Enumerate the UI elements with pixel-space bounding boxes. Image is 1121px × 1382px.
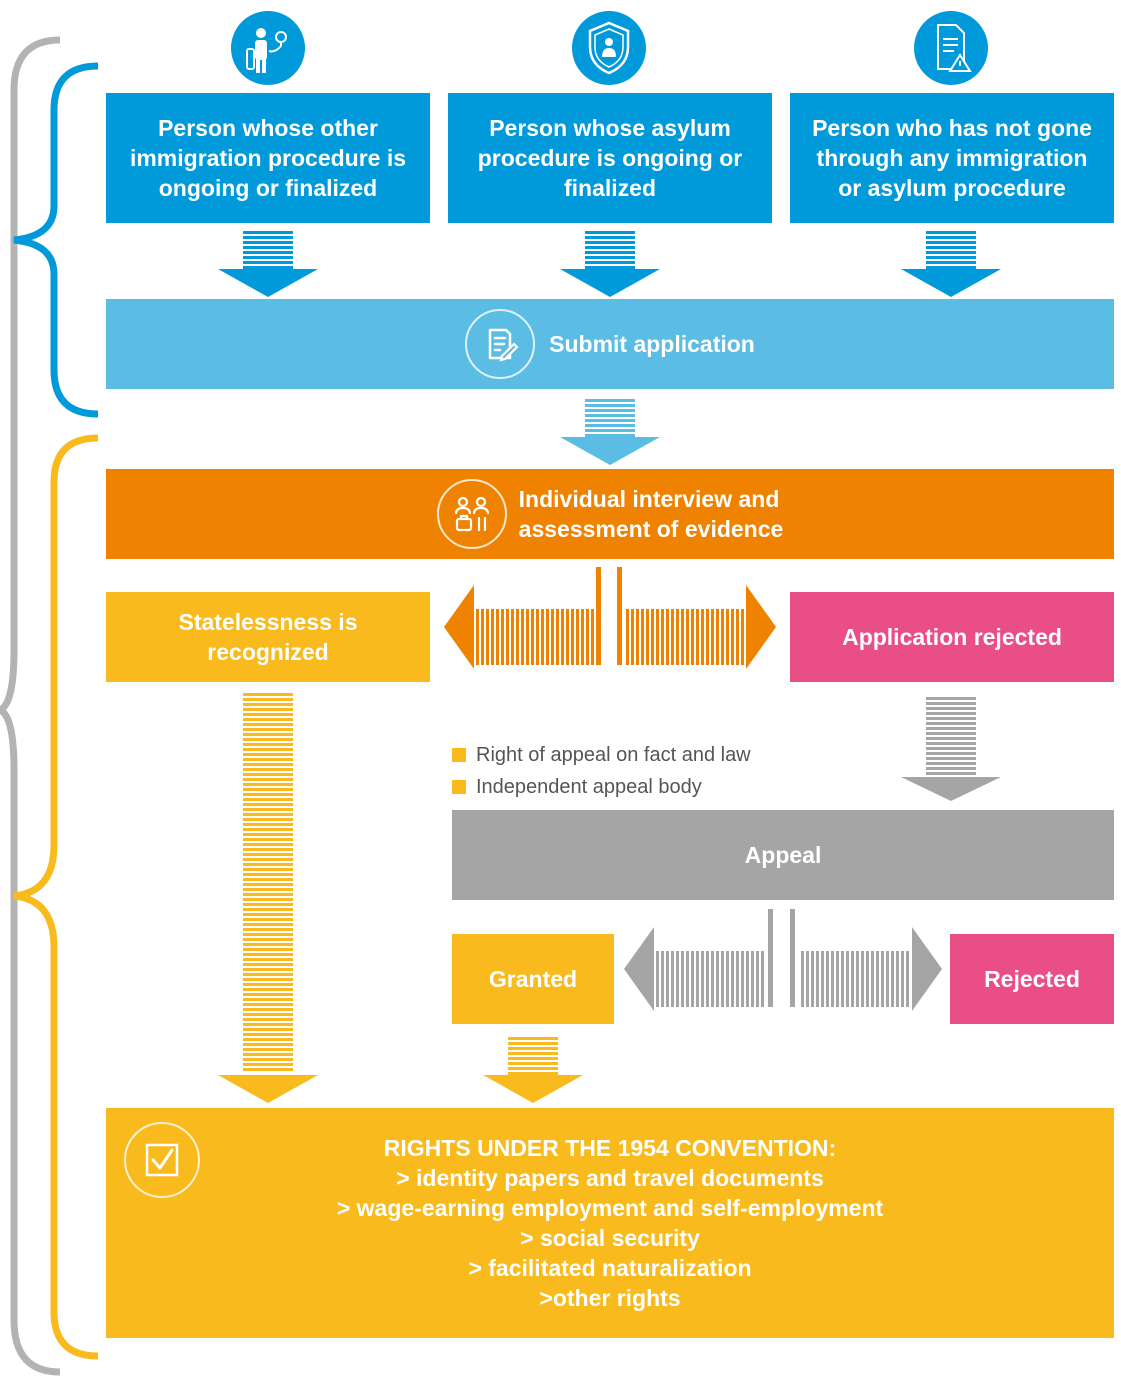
source-box-asylum: Person whose asylum procedure is ongoing…	[448, 93, 772, 223]
grey-split-arrow	[624, 909, 942, 1011]
grey-outer-bracket	[0, 36, 61, 1376]
traveler-icon	[231, 11, 305, 85]
blue-bracket	[13, 62, 99, 418]
down-arrow-submit	[560, 399, 660, 465]
checkbox-icon	[124, 1122, 200, 1198]
application-rejected-box: Application rejected	[790, 592, 1114, 682]
source-box-immigration: Person whose other immigration procedure…	[106, 93, 430, 223]
grey-split-divider-left	[768, 909, 773, 1007]
grey-split-divider-right	[790, 909, 795, 1007]
submit-application-bar: Submit application	[106, 299, 1114, 389]
granted-label: Granted	[488, 966, 578, 992]
down-arrow-asylum	[560, 231, 660, 297]
orange-left-arrowhead	[444, 585, 474, 669]
down-arrow-no-procedure	[901, 231, 1001, 297]
side-brackets	[0, 36, 99, 1376]
appeal-notes: Right of appeal on fact and law Independ…	[452, 739, 751, 803]
appeal-note-text: Right of appeal on fact and law	[476, 744, 751, 766]
yellow-bullet-icon	[452, 748, 466, 762]
down-arrow-rejected	[901, 697, 1001, 801]
interview-icon	[436, 479, 507, 549]
appeal-bar: Appeal	[452, 810, 1114, 900]
down-arrow-recognized	[218, 693, 318, 1103]
orange-right-arrowhead	[746, 585, 776, 669]
submit-application-label: Submit application	[549, 331, 755, 357]
orange-split-divider-right	[617, 567, 622, 665]
source-label-asylum: Person whose asylum procedure is ongoing…	[477, 115, 743, 201]
appeal-note-text: Independent appeal body	[476, 776, 702, 798]
orange-split-arrow	[444, 567, 776, 669]
rights-label: RIGHTS UNDER THE 1954 CONVENTION: > iden…	[336, 1135, 884, 1311]
statelessness-recognized-label: Statelessness is recognized	[178, 609, 358, 665]
rights-box: RIGHTS UNDER THE 1954 CONVENTION: > iden…	[106, 1108, 1114, 1338]
appeal-note-item: Independent appeal body	[452, 771, 751, 803]
appeal-note-item: Right of appeal on fact and law	[452, 739, 751, 771]
appeal-rejected-box: Rejected	[950, 934, 1114, 1024]
grey-right-arrowhead	[912, 927, 942, 1011]
down-arrow-immigration	[218, 231, 318, 297]
yellow-bullet-icon	[452, 780, 466, 794]
shield-person-icon	[572, 11, 646, 85]
document-warning-icon	[914, 11, 988, 85]
application-rejected-label: Application rejected	[842, 624, 1062, 650]
yellow-bracket	[13, 434, 99, 1360]
down-arrow-granted	[483, 1037, 583, 1103]
interview-bar: Individual interview and assessment of e…	[106, 469, 1114, 559]
granted-box: Granted	[452, 934, 614, 1024]
grey-left-arrowhead	[624, 927, 654, 1011]
statelessness-recognized-box: Statelessness is recognized	[106, 592, 430, 682]
source-label-no-procedure: Person who has not gone through any immi…	[812, 115, 1092, 201]
interview-label: Individual interview and assessment of e…	[518, 486, 784, 542]
appeal-rejected-label: Rejected	[984, 966, 1080, 992]
edit-form-icon	[465, 309, 536, 379]
appeal-label: Appeal	[744, 842, 822, 868]
source-label-immigration: Person whose other immigration procedure…	[129, 115, 407, 201]
orange-split-divider-left	[596, 567, 601, 665]
source-box-no-procedure: Person who has not gone through any immi…	[790, 93, 1114, 223]
